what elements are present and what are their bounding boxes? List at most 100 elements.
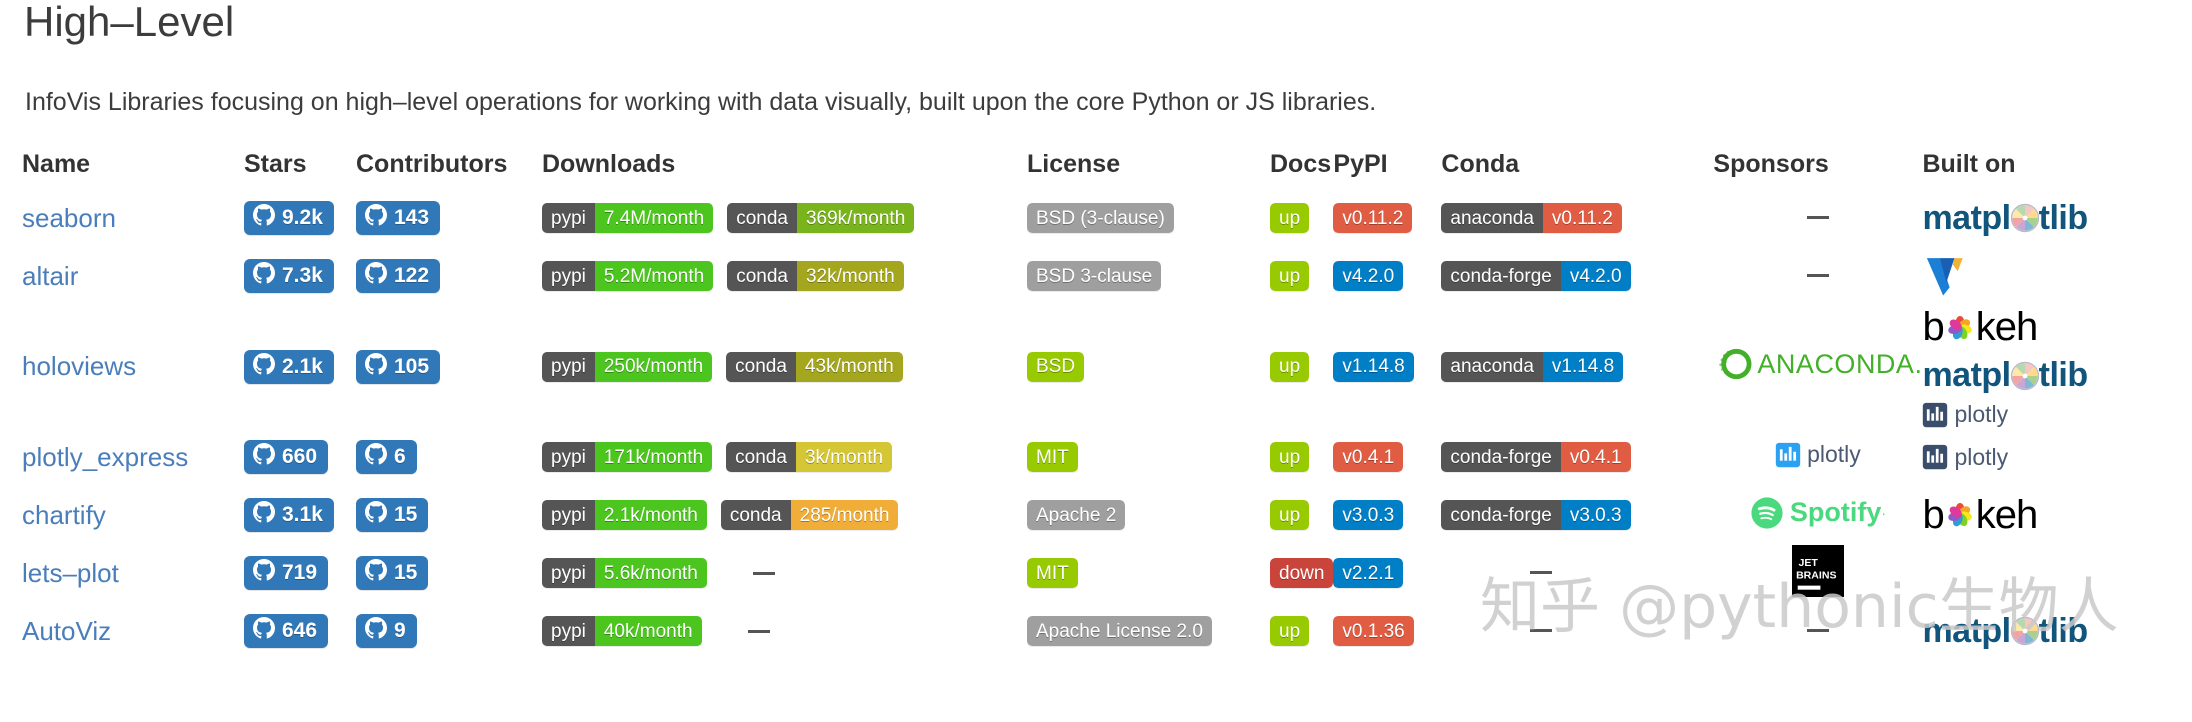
docs-badge[interactable]: down bbox=[1270, 558, 1334, 588]
license-badge[interactable]: BSD (3-clause) bbox=[1027, 203, 1174, 233]
stars-badge[interactable]: 646 bbox=[244, 614, 329, 648]
stars-badge-value: 7.3k bbox=[282, 264, 323, 287]
cell-contributors: 6 bbox=[356, 428, 542, 486]
docs-badge[interactable]: up bbox=[1270, 351, 1310, 382]
pypi-version-badge[interactable]: v0.1.36 bbox=[1333, 616, 1414, 646]
docs-badge[interactable]: up bbox=[1270, 261, 1310, 291]
stars-badge[interactable]: 9.2k bbox=[244, 201, 334, 235]
stars-badge[interactable]: 3.1k bbox=[244, 498, 334, 532]
conda-downloads-badge-value: 285/month bbox=[790, 500, 899, 530]
svg-text:BRAINS: BRAINS bbox=[1796, 569, 1836, 581]
docs-badge-value: up bbox=[1270, 261, 1310, 291]
cell-sponsors bbox=[1713, 602, 1922, 660]
cell-sponsors: Spotify· bbox=[1713, 486, 1922, 544]
cell-name: holoviews bbox=[22, 305, 244, 428]
pypi-version-badge[interactable]: v3.0.3 bbox=[1333, 500, 1404, 530]
conda-version-badge-value: v4.2.0 bbox=[1560, 261, 1631, 291]
stars-badge-value: 660 bbox=[282, 445, 318, 468]
library-link[interactable]: altair bbox=[22, 260, 79, 291]
docs-badge[interactable]: up bbox=[1270, 500, 1310, 530]
docs-badge[interactable]: up bbox=[1270, 203, 1310, 233]
cell-built-on: plotly bbox=[1922, 428, 2152, 486]
pypi-version-badge[interactable]: v0.11.2 bbox=[1333, 203, 1413, 233]
docs-badge-value: up bbox=[1270, 203, 1310, 233]
cell-contributors: 15 bbox=[356, 544, 542, 602]
pypi-version-badge-value: v4.2.0 bbox=[1333, 261, 1404, 291]
docs-badge[interactable]: up bbox=[1270, 442, 1310, 472]
contributors-badge[interactable]: 15 bbox=[356, 498, 429, 532]
cell-conda bbox=[1441, 544, 1713, 602]
stars-badge[interactable]: 2.1k bbox=[244, 349, 334, 384]
conda-version-badge-label: anaconda bbox=[1441, 203, 1543, 233]
library-link[interactable]: lets–plot bbox=[22, 557, 119, 588]
license-badge[interactable]: BSD bbox=[1027, 351, 1085, 382]
github-icon bbox=[253, 352, 275, 381]
docs-badge-value: up bbox=[1270, 442, 1310, 472]
license-badge[interactable]: Apache 2 bbox=[1027, 500, 1126, 530]
library-link[interactable]: chartify bbox=[22, 499, 106, 530]
stars-badge-value: 719 bbox=[282, 561, 318, 584]
stars-badge[interactable]: 660 bbox=[244, 440, 329, 474]
github-icon bbox=[365, 352, 387, 381]
pypi-version-badge[interactable]: v1.14.8 bbox=[1333, 351, 1414, 382]
contributors-badge[interactable]: 143 bbox=[356, 201, 441, 235]
contributors-badge[interactable]: 9 bbox=[356, 614, 417, 648]
contributors-badge[interactable]: 6 bbox=[356, 440, 417, 474]
docs-badge[interactable]: up bbox=[1270, 616, 1310, 646]
pypi-version-badge-value: v3.0.3 bbox=[1333, 500, 1404, 530]
library-link[interactable]: seaborn bbox=[22, 202, 116, 233]
pypi-version-badge[interactable]: v2.2.1 bbox=[1333, 558, 1404, 588]
library-link[interactable]: plotly_express bbox=[22, 441, 189, 472]
license-badge[interactable]: MIT bbox=[1027, 558, 1078, 588]
cell-name: lets–plot bbox=[22, 544, 244, 602]
contributors-badge-value: 105 bbox=[394, 354, 430, 378]
pypi-downloads-badge-value: 7.4M/month bbox=[594, 203, 714, 233]
column-header-builton: Built on bbox=[1922, 150, 2016, 178]
pypi-version-badge[interactable]: v4.2.0 bbox=[1333, 261, 1404, 291]
library-link[interactable]: holoviews bbox=[22, 351, 137, 381]
cell-docs: up bbox=[1270, 428, 1333, 486]
pypi-downloads-badge-label: pypi bbox=[542, 442, 595, 472]
vega-logo bbox=[1922, 250, 1974, 302]
license-badge[interactable]: BSD 3-clause bbox=[1027, 261, 1162, 291]
contributors-badge[interactable]: 122 bbox=[356, 259, 441, 293]
column-header-contributors: Contributors bbox=[356, 150, 508, 178]
stars-badge[interactable]: 7.3k bbox=[244, 259, 334, 293]
pypi-version-badge[interactable]: v0.4.1 bbox=[1333, 442, 1404, 472]
cell-pypi: v0.11.2 bbox=[1333, 189, 1441, 247]
contributors-badge[interactable]: 15 bbox=[356, 556, 429, 590]
library-link[interactable]: AutoViz bbox=[22, 615, 112, 646]
contributors-badge[interactable]: 105 bbox=[356, 349, 441, 384]
stars-badge[interactable]: 719 bbox=[244, 556, 329, 590]
stars-badge-value: 646 bbox=[282, 619, 318, 642]
cell-docs: up bbox=[1270, 486, 1333, 544]
license-badge[interactable]: Apache License 2.0 bbox=[1027, 616, 1212, 646]
sponsors-dash bbox=[1806, 274, 1829, 278]
conda-downloads-dash bbox=[747, 629, 770, 633]
license-badge-value: MIT bbox=[1027, 558, 1078, 588]
license-badge[interactable]: MIT bbox=[1027, 442, 1078, 472]
